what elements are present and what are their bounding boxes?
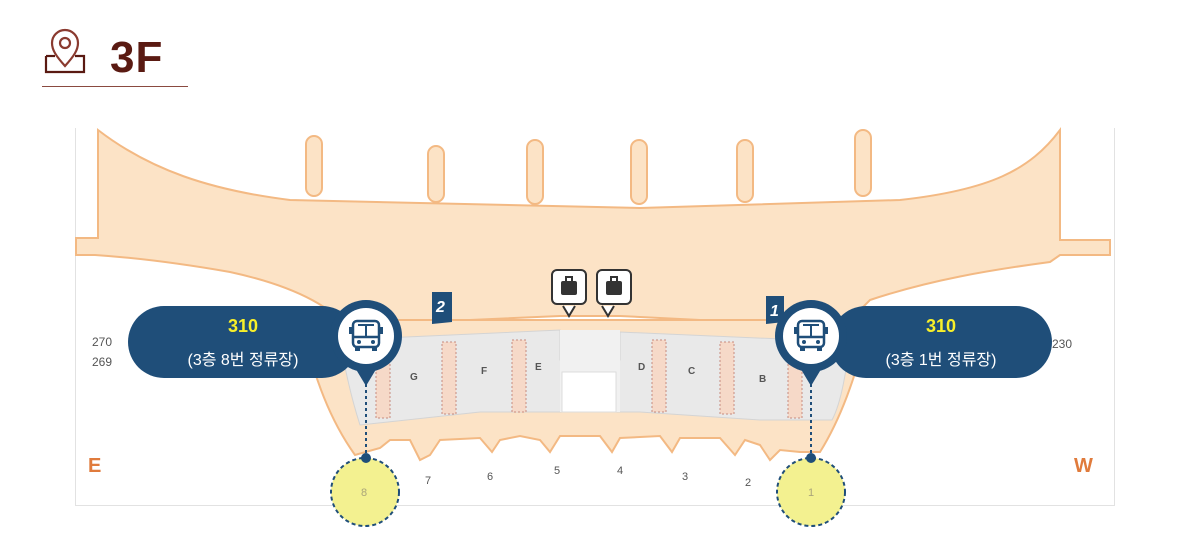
gate-number: 4 — [617, 465, 623, 477]
gate-number: 6 — [487, 471, 493, 483]
bus-badge — [775, 300, 847, 372]
counter-letter: E — [535, 362, 542, 373]
entrance-marker-label: 1 — [770, 303, 779, 320]
bus-badge — [330, 300, 402, 372]
bus-stop-highlight — [330, 457, 400, 527]
entrance-marker: 2 — [432, 292, 452, 324]
bus-route-number: 310 — [227, 316, 259, 336]
bus-icon — [349, 319, 383, 351]
location-pin-icon — [44, 28, 86, 74]
column-number: 270 — [92, 335, 112, 349]
direction-east: E — [88, 455, 101, 477]
counter-letter: C — [688, 366, 695, 377]
counter-letter: D — [638, 362, 645, 373]
leader-dot — [361, 453, 371, 463]
bus-icon — [794, 319, 828, 351]
column-number: 269 — [92, 355, 112, 369]
bus-route-number: 310 — [925, 316, 957, 336]
gate-number: 8 — [361, 487, 367, 499]
gate-number: 3 — [682, 471, 688, 483]
gate-number: 2 — [745, 477, 751, 489]
gate-number: 7 — [425, 475, 431, 487]
counter-letter: F — [481, 366, 487, 377]
counter-letter: G — [410, 372, 418, 383]
gate-number: 5 — [554, 465, 560, 477]
bus-stop-label: (3층 8번 정류장) — [187, 352, 299, 369]
bus-stop-highlight — [776, 457, 846, 527]
terminal-body — [75, 127, 1111, 331]
central-block — [561, 371, 617, 413]
luggage-service-icon — [596, 269, 632, 318]
direction-west: W — [1074, 455, 1093, 477]
header-divider — [42, 86, 188, 87]
leader-dot — [806, 453, 816, 463]
entrance-marker-label: 2 — [435, 299, 445, 316]
luggage-service-icon — [551, 269, 587, 318]
bus-stop-callout-1: 310 (3층 1번 정류장) — [830, 306, 1052, 378]
floor-header: 3F — [42, 22, 188, 90]
bus-stop-callout-8: 310 (3층 8번 정류장) — [128, 306, 358, 378]
map-frame — [75, 128, 1115, 506]
counter-islands — [375, 339, 803, 419]
bus-stop-label: (3층 1번 정류장) — [885, 352, 997, 369]
gate-number: 1 — [808, 487, 814, 499]
column-number: 230 — [1052, 337, 1072, 351]
floor-label: 3F — [110, 33, 164, 82]
counter-letter: B — [759, 374, 766, 385]
